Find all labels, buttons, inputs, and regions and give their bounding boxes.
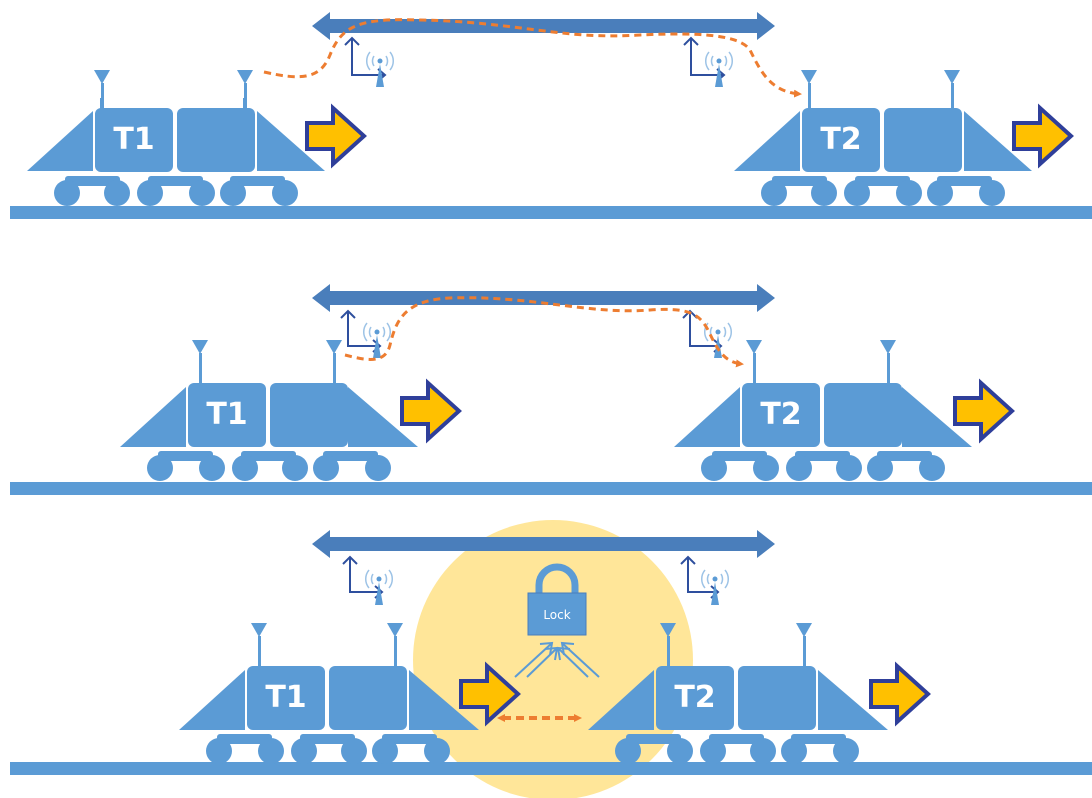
- train-t1: T1: [27, 70, 325, 206]
- rail-line: [10, 206, 1092, 219]
- panel-1: T1 T2: [10, 12, 1092, 219]
- train-label: T1: [113, 122, 154, 157]
- range-bar: [312, 284, 775, 312]
- comm-path: [344, 296, 744, 368]
- direction-arrow-icon: [953, 378, 1015, 444]
- train-t2: T2: [734, 70, 1032, 206]
- antenna-icon: [705, 51, 733, 87]
- train-label: T1: [265, 680, 306, 715]
- train-t1: T1: [179, 623, 479, 764]
- direction-arrow-icon: [305, 103, 367, 169]
- antenna-icon: [365, 569, 393, 605]
- panel-2: T1 T2: [10, 284, 1092, 495]
- train-label: T1: [206, 397, 247, 432]
- lock-label: Lock: [543, 608, 570, 622]
- radio-beacon-right: [682, 309, 732, 358]
- comm-path: [263, 18, 802, 98]
- radio-beacon-left: [342, 555, 393, 605]
- antenna-icon: [366, 51, 394, 87]
- radio-beacon-left: [344, 36, 394, 87]
- lock-zone-circle: [413, 520, 693, 798]
- lock-icon: Lock: [527, 563, 587, 636]
- range-bar: [312, 12, 775, 40]
- train-label: T2: [820, 122, 861, 157]
- direction-arrow-icon: [1012, 103, 1074, 169]
- lock-request-arrows: [514, 641, 600, 678]
- rail-line: [10, 762, 1092, 775]
- direction-arrow-icon: [400, 378, 462, 444]
- radio-beacon-right: [683, 36, 733, 87]
- panel-3: Lock: [10, 530, 1092, 775]
- range-bar: [312, 530, 775, 558]
- train-t1: T1: [120, 340, 418, 481]
- radio-beacon-right: [680, 555, 729, 605]
- train-label: T2: [760, 397, 801, 432]
- rail-line: [10, 482, 1092, 495]
- antenna-icon: [363, 322, 391, 358]
- antenna-icon: [701, 569, 729, 605]
- direction-arrow-icon: [869, 661, 931, 727]
- train-label: T2: [674, 680, 715, 715]
- train-t2: T2: [674, 340, 972, 481]
- direction-arrow-icon: [459, 661, 521, 727]
- train-t2: T2: [588, 623, 888, 764]
- radio-beacon-left: [340, 309, 391, 358]
